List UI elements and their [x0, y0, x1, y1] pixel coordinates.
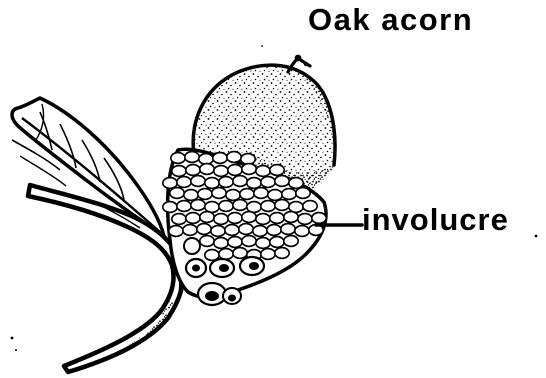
cup-scale — [253, 226, 267, 237]
cup-scale — [289, 202, 303, 213]
cup-scale — [211, 226, 225, 237]
cup-scale — [177, 201, 191, 212]
cup-scale — [270, 213, 284, 224]
cup-scale — [270, 237, 284, 248]
cup-scale — [270, 165, 284, 176]
cup-scale — [177, 177, 191, 188]
cup-scale — [233, 176, 247, 187]
cup-scale — [185, 152, 199, 163]
cup-scale — [239, 224, 253, 235]
cup-scale — [275, 176, 289, 187]
cup-scale — [197, 224, 211, 235]
cup-scale — [247, 178, 261, 189]
cup-scale — [275, 248, 289, 259]
cup-scale — [219, 249, 233, 260]
cup-scale — [205, 178, 219, 189]
cup-scale — [219, 177, 233, 188]
cup-scale — [225, 225, 239, 236]
cup-scale — [267, 225, 281, 236]
cup-scale — [226, 190, 240, 201]
cup-scale — [261, 177, 275, 188]
cup-scale — [213, 153, 227, 164]
cup-scale — [228, 213, 242, 224]
cup-scale — [284, 212, 298, 223]
cup-scale — [200, 164, 214, 175]
cup-scale — [186, 213, 200, 224]
cup-scale — [198, 189, 212, 200]
cup-scale — [228, 237, 242, 248]
cup-scale — [298, 214, 312, 225]
cup-scale — [191, 200, 205, 211]
cup-scale — [296, 188, 310, 199]
cup-scale — [184, 190, 198, 201]
cup-scale — [289, 178, 303, 189]
cup-scale — [163, 202, 177, 213]
cup-scale — [233, 248, 247, 259]
cup-scale — [256, 214, 270, 225]
cup-scale — [241, 154, 255, 165]
cup-scale — [214, 166, 228, 177]
cup-scale — [171, 153, 185, 164]
cup-scale — [172, 166, 186, 177]
cup-scale — [228, 165, 242, 176]
cup-scale — [242, 236, 256, 247]
leaf — [12, 98, 164, 236]
cup-scale — [247, 202, 261, 213]
cup-scale — [261, 249, 275, 260]
figure-title: Oak acorn — [308, 2, 473, 38]
cup-scale — [261, 201, 275, 212]
cup-scale — [268, 190, 282, 201]
cup-scale — [295, 226, 309, 237]
cup-scale — [200, 212, 214, 223]
cup-scale — [212, 188, 226, 199]
twig-stem — [28, 185, 183, 372]
cup-scale — [200, 236, 214, 247]
cup-scale — [170, 188, 184, 199]
cup-scale — [199, 154, 213, 165]
cup-scale — [312, 213, 326, 224]
cup-scale — [281, 224, 295, 235]
cup-scale — [227, 152, 241, 163]
cup-scale — [205, 202, 219, 213]
cup-scale — [256, 238, 270, 249]
cup-scale — [275, 200, 289, 211]
cup-scale — [219, 201, 233, 212]
cup-scale — [169, 226, 183, 237]
cup-scale — [233, 200, 247, 211]
cup-scale — [303, 201, 317, 212]
involucre-label: involucre — [362, 202, 509, 238]
cup-scale — [214, 214, 228, 225]
cup-scale — [214, 238, 228, 249]
cup-scale — [242, 164, 256, 175]
cup-scale — [242, 212, 256, 223]
cup-scale — [183, 225, 197, 236]
cup-scale — [240, 189, 254, 200]
cup-scale — [172, 214, 186, 225]
cup-scale — [186, 165, 200, 176]
cup-scale — [284, 236, 298, 247]
cup-scale — [256, 166, 270, 177]
cup-scale — [163, 178, 177, 189]
cup-scale — [282, 189, 296, 200]
cup-scale — [191, 176, 205, 187]
cup-scale — [254, 188, 268, 199]
